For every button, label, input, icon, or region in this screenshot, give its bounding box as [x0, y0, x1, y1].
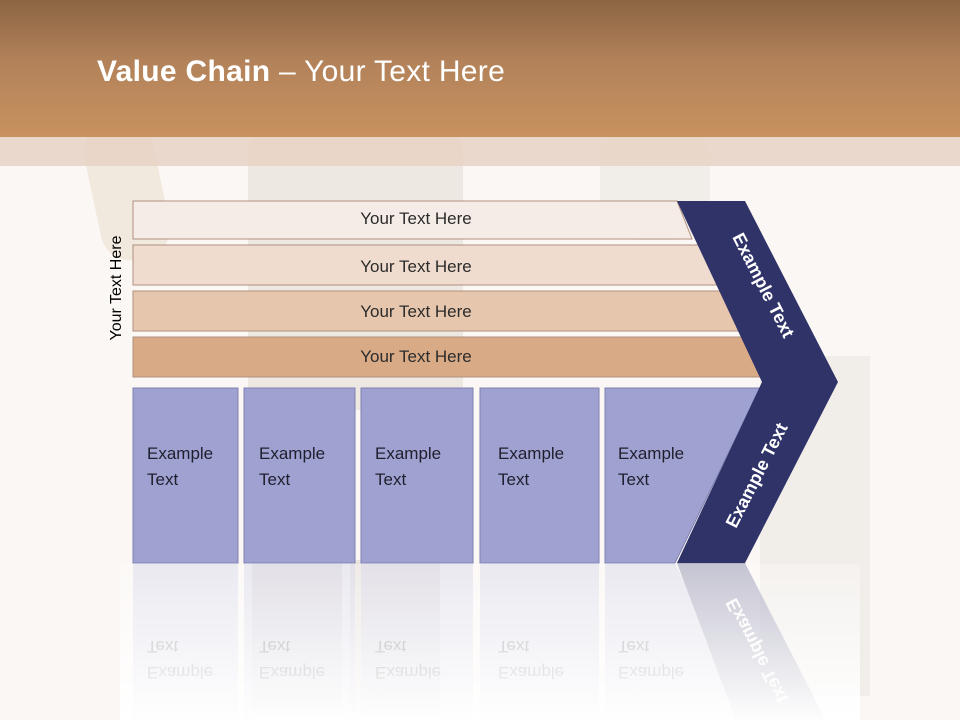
primary-column-2	[243, 387, 356, 564]
primary-column-1-line2: Text	[147, 470, 178, 489]
title-rest: – Your Text Here	[270, 55, 506, 88]
primary-column-4-line2: Text	[498, 470, 529, 489]
primary-column-5-line1: Example	[618, 444, 684, 463]
support-band-3-label: Your Text Here	[360, 302, 472, 321]
primary-column-1	[132, 387, 239, 564]
support-band-1-label: Your Text Here	[360, 209, 472, 228]
primary-column-5-line2: Text	[618, 470, 649, 489]
header-bar	[0, 0, 960, 137]
support-band-4-label: Your Text Here	[360, 347, 472, 366]
primary-column-3-line2: Text	[375, 470, 406, 489]
primary-column-2-line1: Example	[259, 444, 325, 463]
support-band-2-label: Your Text Here	[360, 257, 472, 276]
primary-column-3-line1: Example	[375, 444, 441, 463]
support-bands: Your Text Here Your Text Here Your Text …	[132, 200, 765, 378]
primary-columns: Example Text Example Text Example Text E…	[132, 387, 761, 564]
primary-column-3	[360, 387, 474, 564]
side-label: Your Text Here	[108, 235, 125, 340]
title-bold: Value Chain	[97, 55, 271, 88]
primary-column-4	[479, 387, 600, 564]
reflection-fade	[120, 564, 860, 720]
slide-title: Value Chain – Your Text Here	[97, 55, 505, 89]
primary-column-5	[604, 387, 761, 564]
support-band-1	[132, 200, 693, 240]
primary-column-4-line1: Example	[498, 444, 564, 463]
header-band	[0, 137, 960, 166]
chevron-shape	[677, 201, 838, 563]
primary-column-2-line2: Text	[259, 470, 290, 489]
primary-column-1-line1: Example	[147, 444, 213, 463]
